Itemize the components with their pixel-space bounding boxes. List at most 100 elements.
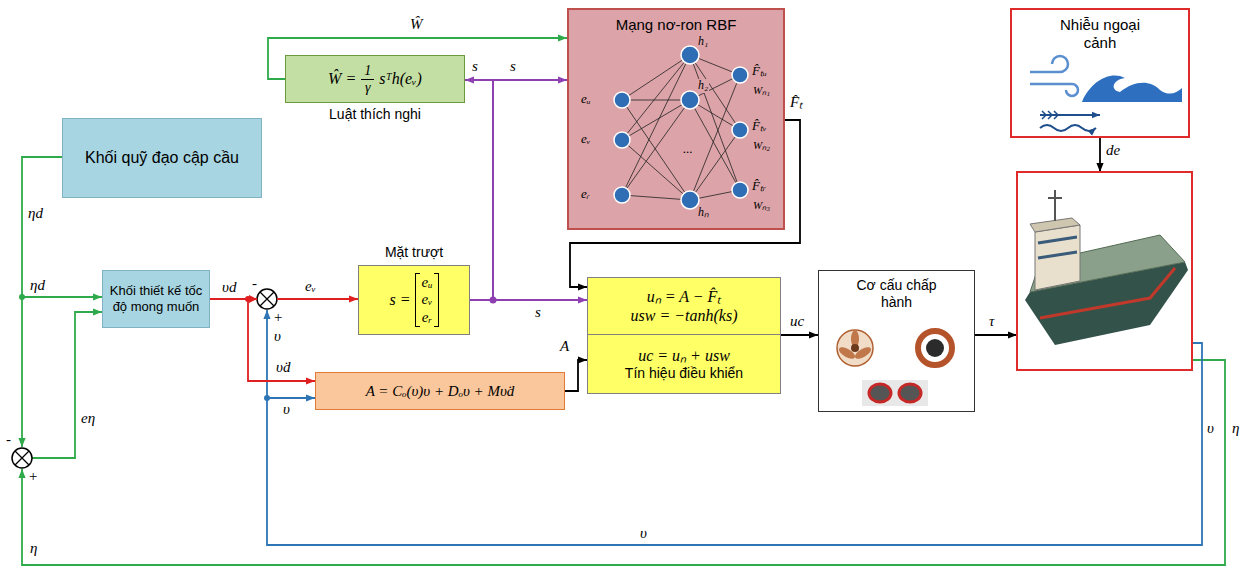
node-text: Tín hiệu điều khiển	[625, 365, 743, 382]
edge-label: eᵥ	[305, 278, 316, 295]
node-text: uₙ = A − F̂ₜ	[647, 287, 722, 306]
velocity-branch	[267, 397, 315, 399]
sum-cross	[15, 451, 29, 465]
edge-label: A	[560, 338, 569, 355]
node-text: γ	[365, 80, 371, 95]
signal-connector	[565, 360, 587, 391]
signal-label: F̂ₜᵣ	[751, 179, 767, 194]
edge-label: s	[472, 58, 478, 75]
sum-cross	[260, 292, 274, 306]
signal-label: υ	[640, 525, 647, 542]
wind-icon	[1030, 56, 1068, 72]
edge-label: Ŵ	[410, 16, 423, 33]
signal-label: de	[1106, 142, 1120, 159]
signal-label: ...	[682, 142, 694, 157]
input-neuron	[614, 187, 630, 203]
node-text: Mặt trượt	[349, 244, 479, 261]
signal-label: Wₙ₂	[752, 139, 771, 152]
signal-connector	[470, 80, 567, 300]
tunnel-icon	[862, 380, 928, 406]
current-icon	[1040, 114, 1100, 116]
output-neuron	[732, 122, 748, 138]
edge-label: F̂ₜ	[790, 94, 803, 111]
node-text: eᵤ eᵥ eᵣ	[421, 274, 432, 326]
signal-label: -	[6, 431, 11, 448]
wave-icon	[1082, 75, 1182, 102]
heading-holder: Mặt trượt	[349, 244, 479, 261]
adaptive-law-box: Ŵ =1γsᵀh(eᵥ)Luật thích nghi	[285, 55, 465, 103]
sliding-surface-box: Mặt trượts =eᵤ eᵥ eᵣ	[358, 265, 470, 335]
signal-label: F̂ₜᵤ	[751, 64, 768, 79]
force-wire	[975, 334, 1017, 336]
edge-label: s	[535, 304, 541, 321]
actuator-pictures	[837, 330, 952, 406]
node-text: Luật thích nghi	[286, 106, 464, 123]
signal-label: υd	[222, 279, 236, 296]
network-weights	[622, 55, 740, 200]
tunnel-icon	[899, 384, 921, 402]
signal-label: Wₙ₁	[752, 84, 771, 97]
signal-label: η	[1232, 420, 1239, 437]
model-term-box: A = Cₒ(υ)υ + Dₒυ + Mυ̇d	[315, 372, 565, 410]
ship-windows	[1038, 237, 1077, 258]
ship-mast	[1048, 190, 1062, 221]
signal-label: υ	[274, 328, 281, 345]
input-neuron	[614, 92, 630, 108]
ship-bridge	[1035, 225, 1080, 290]
disturbance-wire	[1099, 138, 1101, 172]
signal-connector	[210, 299, 315, 381]
node-text: A = Cₒ(υ)υ + Dₒυ + Mυ̇d	[366, 382, 515, 400]
node-text: usw = −tanh(ks)	[631, 306, 738, 325]
thruster-icon	[926, 339, 944, 357]
bracket-tick	[416, 326, 420, 327]
vector-bracket: eᵤ eᵥ eᵣ	[415, 273, 438, 327]
signal-label: υ	[283, 401, 290, 418]
edge-label: υ̇d	[276, 359, 290, 376]
sum-circle	[12, 448, 32, 468]
rbf-ground	[567, 8, 785, 230]
ship-picture	[1025, 190, 1188, 345]
signal-label: η	[30, 540, 37, 557]
formula-row: s = eᵤ eᵥ eᵣ	[389, 273, 438, 327]
signal-label: τ	[989, 313, 994, 330]
signal-label: ηd	[28, 205, 43, 222]
current-icon	[1042, 111, 1058, 119]
node-text: 1	[361, 63, 374, 79]
current-icon	[1040, 125, 1096, 131]
propeller-icon	[837, 330, 873, 366]
signal-label: eᵥ	[580, 132, 591, 147]
edge-label: ηd	[30, 277, 45, 294]
node-text: s =	[389, 290, 410, 309]
signal-label: h₂	[697, 79, 709, 93]
signal-label: eᵤ	[580, 92, 592, 107]
ship-box	[1017, 172, 1192, 370]
propeller-icon	[851, 344, 859, 352]
node-text: Mạng nơ-ron RBF	[616, 16, 737, 34]
signal-label: υ	[1207, 420, 1214, 437]
bracket-tick	[434, 273, 438, 274]
heading-holder: Luật thích nghi	[286, 106, 464, 123]
fraction: 1γ	[361, 63, 374, 95]
sum-circle	[257, 289, 277, 309]
edge-label: uc	[790, 313, 804, 330]
signal-label: Wₙ₃	[752, 199, 771, 212]
reference-wire	[21, 297, 23, 447]
bracket-tick	[416, 273, 420, 274]
signal-label: eᵣ	[580, 187, 591, 202]
wind-icon	[1030, 84, 1078, 96]
node-text: Khối quỹ đạo cập cầu	[85, 148, 239, 167]
thruster-icon	[918, 331, 952, 365]
network-neurons	[614, 46, 748, 209]
signal-label: eη	[81, 410, 95, 427]
bracket-tick	[434, 326, 438, 327]
error-wire	[32, 312, 102, 458]
node-text: Nhiễu ngoại cảnh	[1045, 16, 1155, 52]
signal-label: +	[28, 468, 38, 485]
node-text: Khối thiết kế tốc độ mong muốn	[109, 283, 203, 314]
signal-connector	[470, 299, 587, 301]
input-neuron	[614, 132, 630, 148]
signal-wires	[22, 138, 1225, 565]
tunnel-icon	[869, 384, 891, 402]
signal-label: h₁	[697, 35, 709, 49]
